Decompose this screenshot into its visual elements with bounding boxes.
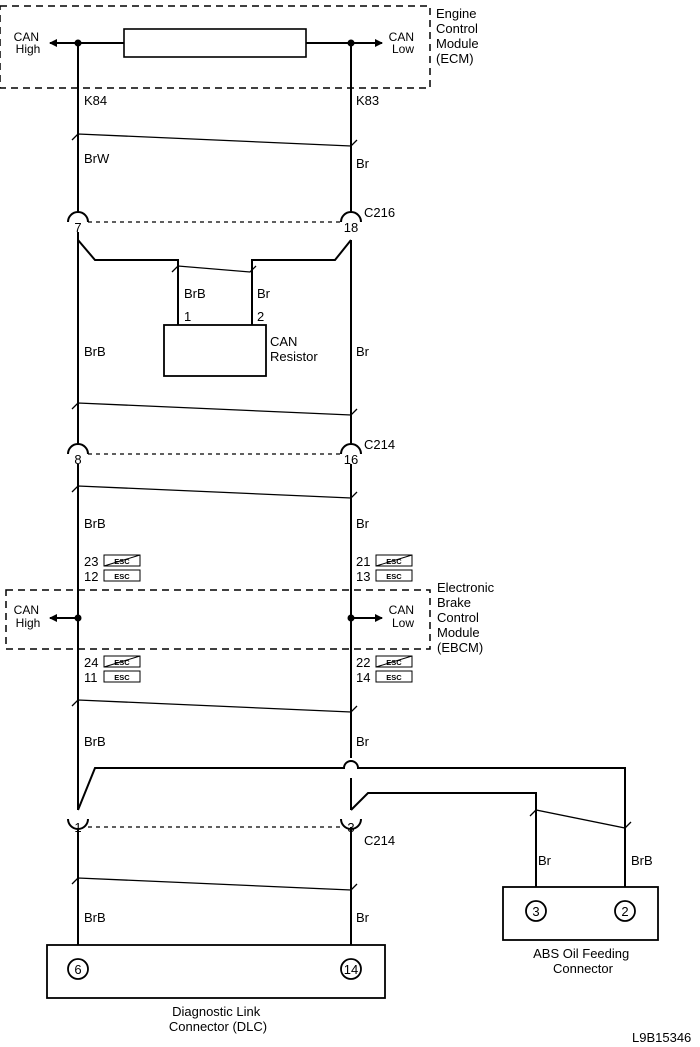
ecm-pin-k84: K84 [84, 93, 107, 108]
dlc-pin-6: 6 [74, 962, 81, 977]
c216-pin-7: 7 [74, 220, 81, 235]
ebcm-pin-24: 24 [84, 655, 98, 670]
ebcm-pin-23: 23 [84, 554, 98, 569]
wire-label-brb: BrB [84, 344, 106, 359]
esc-badge: ESC [386, 557, 402, 566]
ebcm-splice-high [74, 614, 82, 622]
ecm-pin-k83: K83 [356, 93, 379, 108]
c216-pin-18: 18 [344, 220, 358, 235]
c214-pin-1-symbol [67, 818, 89, 830]
wire-label-brw: BrW [84, 151, 110, 166]
esc-badge: ESC [386, 572, 402, 581]
ebcm-pin-11: 11 [84, 670, 98, 685]
abs-pin-2-symbol [614, 900, 636, 922]
c216-pin-7-symbol [67, 211, 89, 223]
ebcm-pin-22: 22 [356, 655, 370, 670]
ecm-boundary [0, 5, 431, 89]
c214-pin-16-symbol [340, 443, 362, 455]
main-wires [77, 43, 352, 960]
wire-label-brb: BrB [184, 286, 206, 301]
ebcm-name: Electronic Brake Control Module (EBCM) [437, 580, 498, 655]
c214-upper-name: C214 [364, 437, 395, 452]
ecm-internal-termination [123, 28, 307, 58]
ebcm-boundary [5, 589, 431, 650]
abs-pin-2: 2 [621, 904, 628, 919]
esc-badge: ESC [386, 673, 402, 682]
wire-label-brb: BrB [84, 910, 106, 925]
ebcm-pin-13: 13 [356, 569, 370, 584]
esc-badge: ESC [114, 673, 130, 682]
ebcm-pin-12: 12 [84, 569, 98, 584]
ecm-module: CAN High CAN Low Engine Control Module (… [0, 5, 482, 108]
ebcm-can-high-label: CAN High [14, 603, 43, 630]
wire-color-labels: BrW Br BrB Br BrB Br BrB Br BrB Br BrB B… [84, 151, 653, 925]
c214-pin-16: 16 [344, 452, 358, 467]
wire-label-brb: BrB [631, 853, 653, 868]
connector-c214-lower: 1 3 C214 [67, 818, 395, 848]
wire-label-br: Br [257, 286, 271, 301]
c214-pin-8: 8 [74, 452, 81, 467]
ebcm-pin-21: 21 [356, 554, 370, 569]
c214-pin-1: 1 [74, 820, 81, 835]
c214-pin-3-symbol [340, 818, 362, 830]
c214-pin-8-symbol [67, 443, 89, 455]
abs-pin-3-symbol [525, 900, 547, 922]
abs-branch-wires [77, 760, 626, 900]
can-resistor: 1 2 CAN Resistor [77, 239, 352, 377]
c214-pin-3: 3 [347, 820, 354, 835]
diagnostic-link-connector: 6 14 Diagnostic Link Connector (DLC) [46, 944, 386, 1034]
esc-badge: ESC [114, 572, 130, 581]
c214-lower-name: C214 [364, 833, 395, 848]
resistor-pin-2: 2 [257, 309, 264, 324]
wire-label-br: Br [356, 516, 370, 531]
c216-pin-18-symbol [340, 211, 362, 223]
abs-oil-feeding-connector: 3 2 ABS Oil Feeding Connector [502, 886, 659, 976]
wire-label-brb: BrB [84, 516, 106, 531]
resistor-pin-1: 1 [184, 309, 191, 324]
ecm-can-low-label: CAN Low [389, 30, 418, 56]
dlc-name: Diagnostic Link Connector (DLC) [169, 1004, 267, 1034]
dlc-pin-14-symbol [340, 958, 362, 980]
wire-label-br: Br [356, 734, 370, 749]
ecm-can-high-label: CAN High [14, 30, 43, 56]
wire-label-br: Br [356, 156, 370, 171]
connector-c214-upper: 8 16 C214 [67, 437, 395, 467]
ebcm-module: 23 ESC 12 ESC 21 ESC 13 ESC CAN High CAN… [5, 554, 498, 685]
can-resistor-box [163, 324, 267, 377]
esc-badge: ESC [114, 557, 130, 566]
ebcm-splice-low [347, 614, 355, 622]
connector-c216: 7 18 C216 [67, 205, 395, 235]
dlc-box [46, 944, 386, 999]
can-resistor-name: CAN Resistor [270, 334, 318, 364]
abs-connector-name: ABS Oil Feeding Connector [533, 946, 633, 976]
ebcm-pin-14: 14 [356, 670, 370, 685]
esc-badge: ESC [386, 658, 402, 667]
wire-label-br: Br [538, 853, 552, 868]
abs-pin-3: 3 [532, 904, 539, 919]
ebcm-can-low-label: CAN Low [389, 603, 418, 630]
wire-label-br: Br [356, 910, 370, 925]
ecm-name: Engine Control Module (ECM) [436, 6, 482, 66]
wire-label-br: Br [356, 344, 370, 359]
c216-name: C216 [364, 205, 395, 220]
esc-badge: ESC [114, 658, 130, 667]
figure-id: L9B15346 [632, 1030, 691, 1045]
dlc-pin-6-symbol [67, 958, 89, 980]
dlc-pin-14: 14 [344, 962, 358, 977]
wire-label-brb: BrB [84, 734, 106, 749]
